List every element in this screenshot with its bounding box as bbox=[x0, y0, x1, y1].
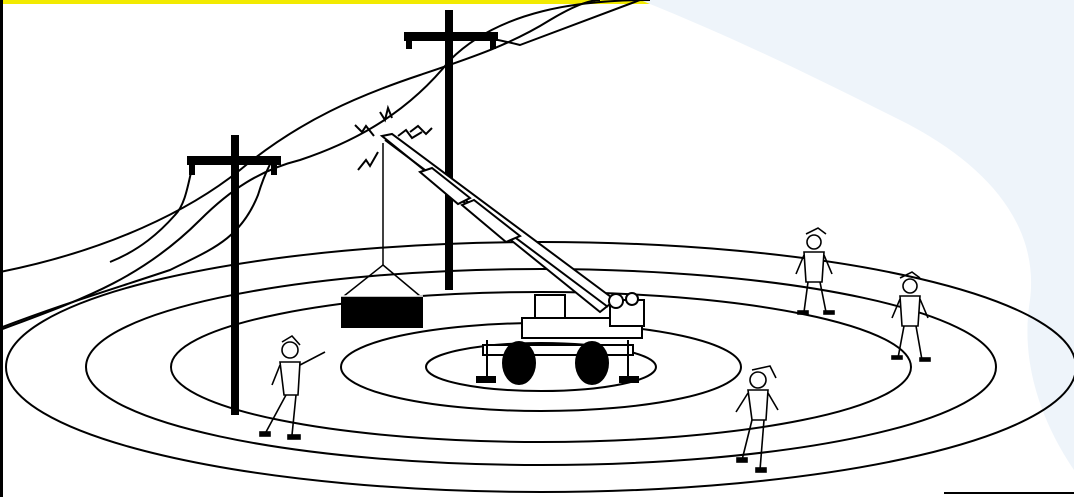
crane-body bbox=[477, 293, 644, 382]
corner-rule bbox=[944, 492, 1074, 494]
crane-wheel-front bbox=[502, 341, 536, 385]
background-tint bbox=[640, 0, 1074, 470]
worker-left bbox=[260, 336, 325, 439]
arc-4 bbox=[358, 152, 378, 170]
worker-center bbox=[736, 366, 778, 472]
mobile-crane bbox=[344, 134, 644, 385]
utility-pole-left bbox=[187, 135, 281, 415]
power-line-4 bbox=[110, 168, 192, 262]
rigging bbox=[344, 265, 420, 296]
worker-back-1 bbox=[796, 228, 834, 314]
crane-wheel-rear bbox=[575, 341, 609, 385]
suspended-load bbox=[341, 296, 423, 328]
arc-1 bbox=[355, 125, 374, 136]
arc-2 bbox=[380, 108, 392, 120]
crane-boom bbox=[382, 134, 615, 312]
